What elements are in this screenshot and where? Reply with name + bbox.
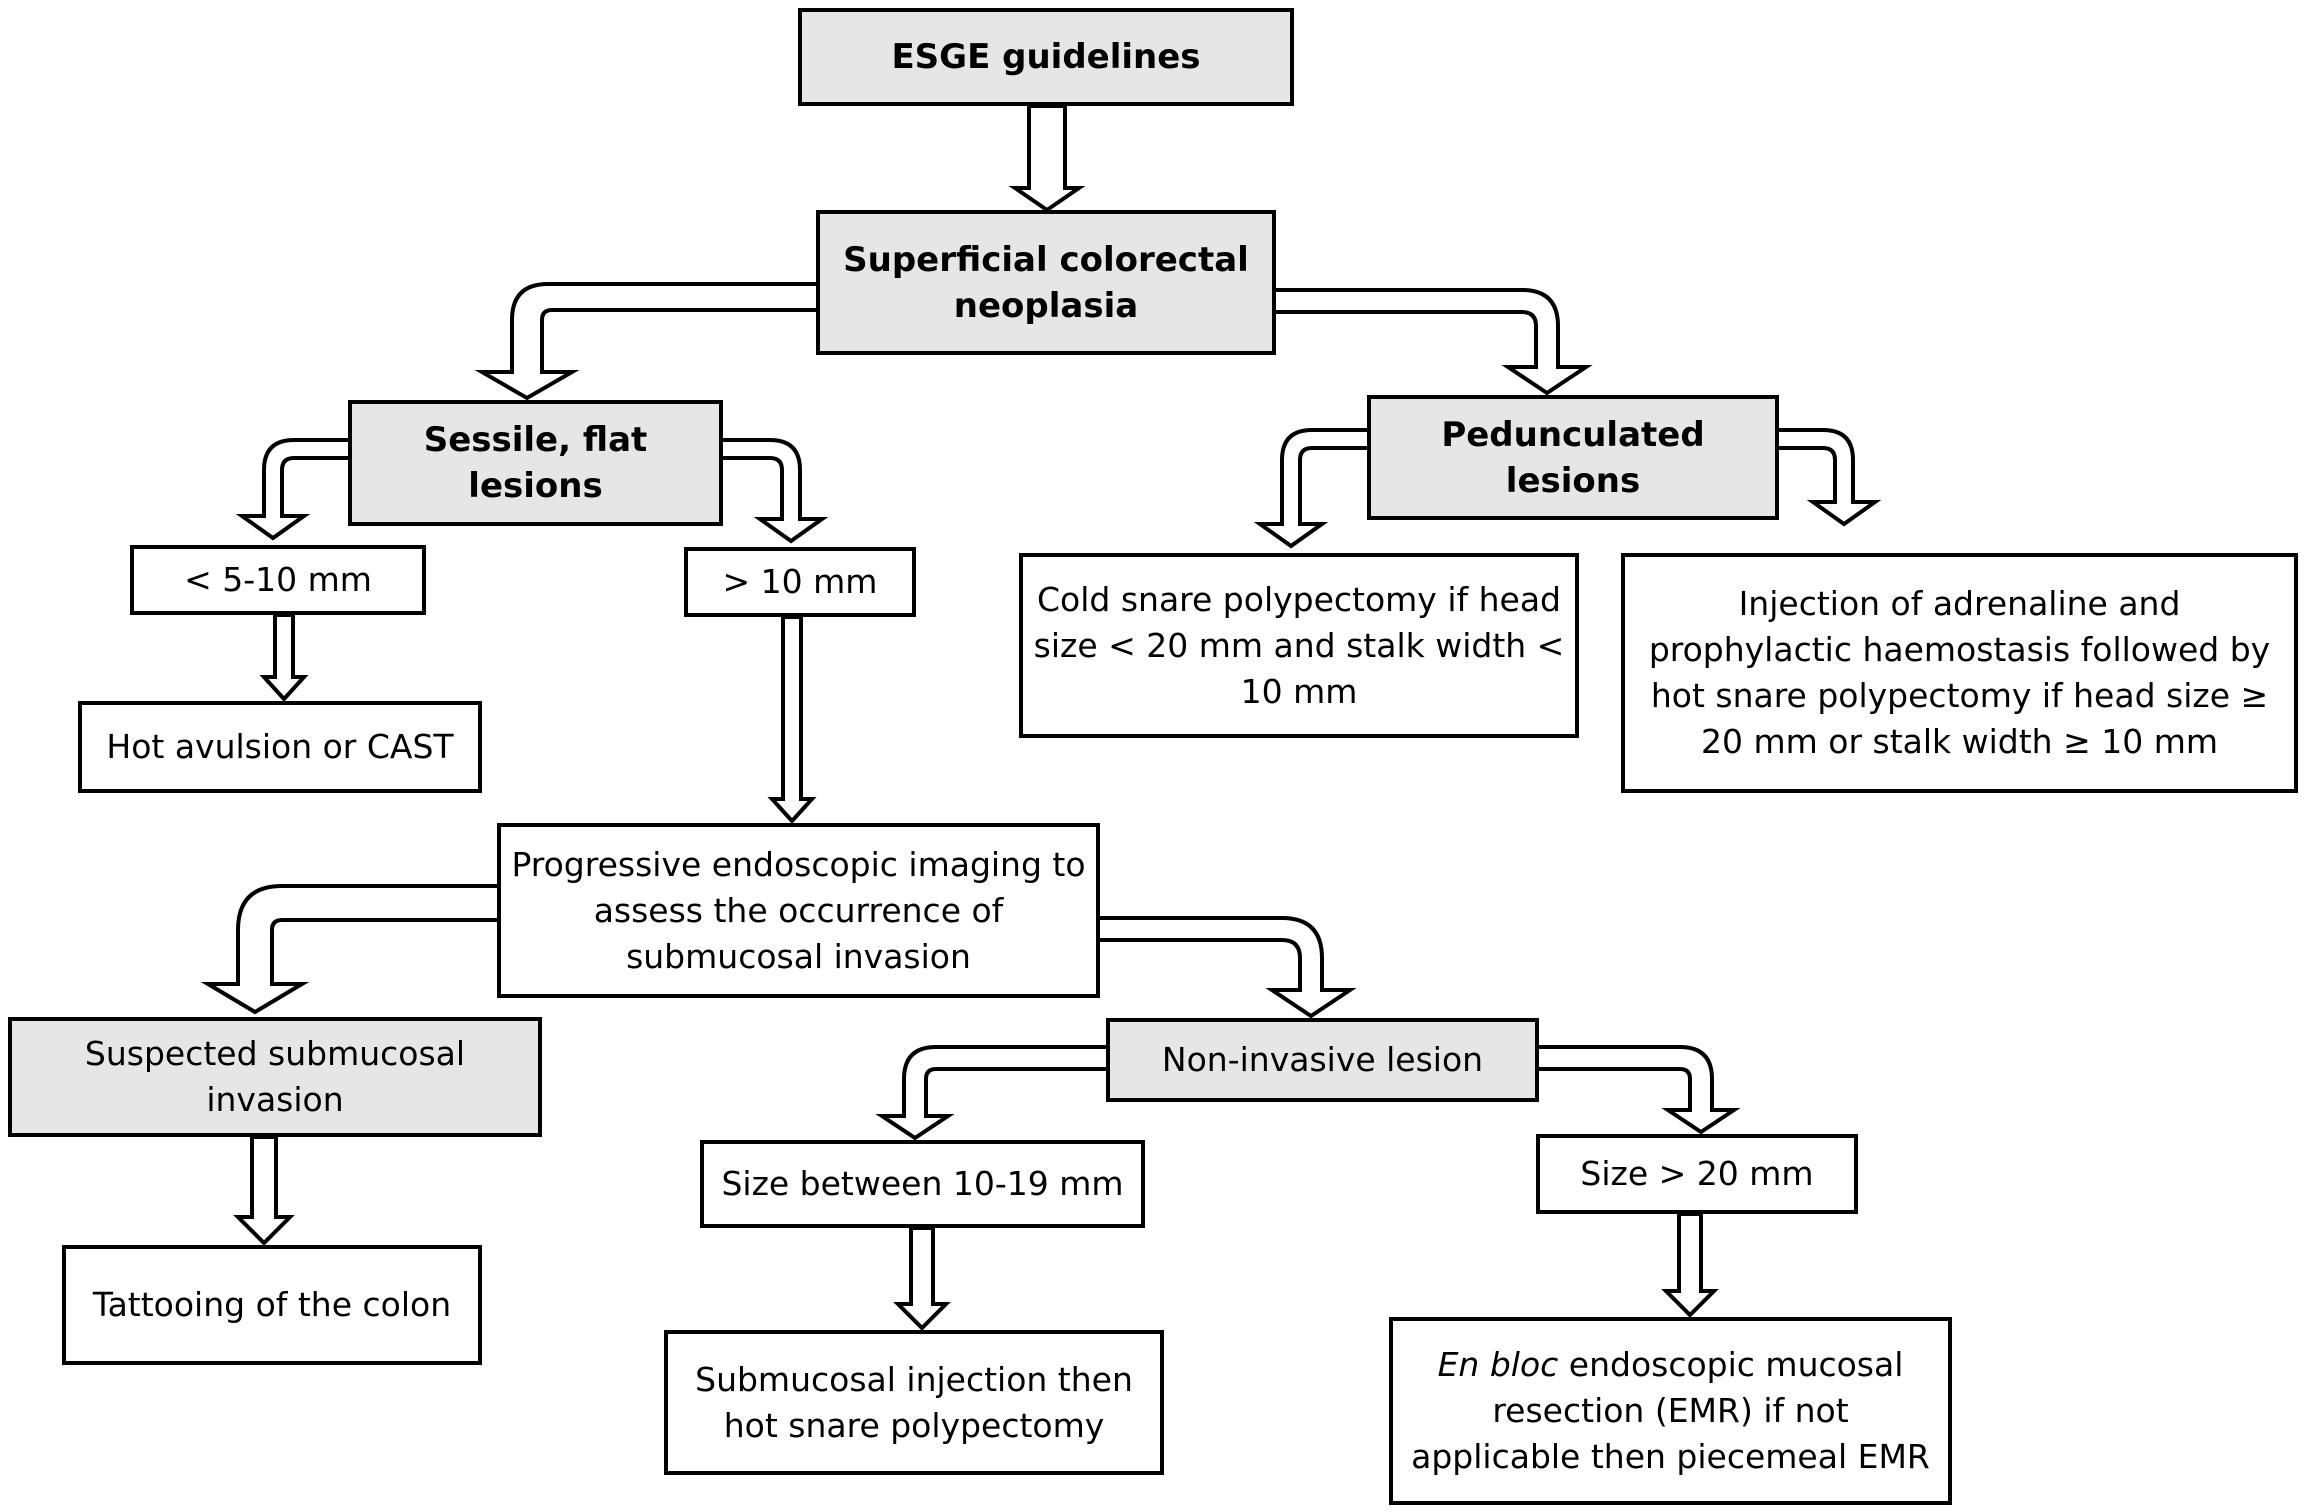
size-over-20mm-label: Size > 20 mm <box>1580 1154 1814 1193</box>
arrow-non-invasive-to-size-10-19 <box>875 1045 1110 1141</box>
progressive-endoscopic-imaging-box: Progressive endoscopic imaging to assess… <box>497 823 1100 998</box>
adrenaline-injection-box: Injection of adrenaline and prophylactic… <box>1621 553 2298 793</box>
arrow-non-invasive-to-size-20 <box>1535 1045 1741 1135</box>
adrenaline-injection-label: Injection of adrenaline and prophylactic… <box>1648 584 2271 761</box>
less-than-5-10mm-label: < 5-10 mm <box>184 560 372 599</box>
arrow-large-to-progressive <box>767 615 817 824</box>
less-than-5-10mm-box: < 5-10 mm <box>130 545 426 615</box>
arrow-sessile-to-large <box>719 438 829 544</box>
non-invasive-lesion-box: Non-invasive lesion <box>1106 1018 1539 1102</box>
arrow-sessile-to-small <box>235 438 352 541</box>
pedunculated-lesions-label: Pedunculated lesions <box>1441 414 1705 501</box>
cold-snare-polypectomy-box: Cold snare polypectomy if head size < 20… <box>1019 553 1579 738</box>
arrow-pedunculated-to-injection <box>1775 428 1882 527</box>
arrow-suspected-to-tattooing <box>233 1135 295 1246</box>
arrow-progressive-to-non-invasive <box>1096 916 1357 1019</box>
submucosal-injection-label: Submucosal injection then hot snare poly… <box>695 1359 1133 1445</box>
en-bloc-emr-box: En bloc endoscopic mucosal resection (EM… <box>1389 1317 1952 1505</box>
arrow-small-to-hot-avulsion <box>259 613 309 702</box>
size-over-20mm-box: Size > 20 mm <box>1536 1134 1858 1214</box>
suspected-submucosal-invasion-box: Suspected submucosal invasion <box>8 1017 542 1137</box>
arrow-esge-to-neoplasia <box>1008 104 1086 213</box>
sessile-flat-lesions-label: Sessile, flat lesions <box>423 420 648 506</box>
tattooing-colon-label: Tattooing of the colon <box>92 1285 452 1324</box>
greater-than-10mm-box: > 10 mm <box>684 547 916 617</box>
en-bloc-italic-text: En bloc <box>1437 1345 1559 1384</box>
cold-snare-polypectomy-label: Cold snare polypectomy if head size < 20… <box>1033 579 1565 711</box>
pedunculated-lesions-box: Pedunculated lesions <box>1367 395 1779 520</box>
en-bloc-emr-label: En bloc endoscopic mucosal resection (EM… <box>1403 1342 1938 1480</box>
superficial-colorectal-neoplasia-box: Superficial colorectal neoplasia <box>816 210 1276 355</box>
arrow-size-10-19-to-submucosal <box>893 1226 951 1331</box>
progressive-endoscopic-imaging-label: Progressive endoscopic imaging to assess… <box>511 844 1086 976</box>
suspected-submucosal-invasion-label: Suspected submucosal invasion <box>84 1034 466 1119</box>
sessile-flat-lesions-box: Sessile, flat lesions <box>348 400 723 526</box>
arrow-neoplasia-to-pedunculated <box>1272 288 1593 396</box>
non-invasive-lesion-label: Non-invasive lesion <box>1161 1040 1484 1079</box>
tattooing-colon-box: Tattooing of the colon <box>62 1245 482 1365</box>
esge-guidelines-label: ESGE guidelines <box>891 37 1201 77</box>
size-10-19mm-label: Size between 10-19 mm <box>721 1164 1124 1203</box>
hot-avulsion-label: Hot avulsion or CAST <box>106 727 454 766</box>
arrow-size-20-to-en-bloc <box>1661 1212 1719 1318</box>
en-bloc-rest-text: endoscopic mucosal resection (EMR) if no… <box>1411 1345 1930 1476</box>
arrow-progressive-to-suspected <box>200 884 501 1015</box>
submucosal-injection-box: Submucosal injection then hot snare poly… <box>664 1330 1164 1475</box>
superficial-colorectal-neoplasia-label: Superficial colorectal neoplasia <box>843 239 1249 326</box>
esge-guidelines-box: ESGE guidelines <box>798 8 1294 106</box>
greater-than-10mm-label: > 10 mm <box>722 562 878 601</box>
hot-avulsion-box: Hot avulsion or CAST <box>78 701 482 793</box>
size-10-19mm-box: Size between 10-19 mm <box>700 1140 1145 1228</box>
arrow-neoplasia-to-sessile <box>474 282 820 401</box>
arrow-pedunculated-to-cold-snare <box>1253 428 1371 549</box>
